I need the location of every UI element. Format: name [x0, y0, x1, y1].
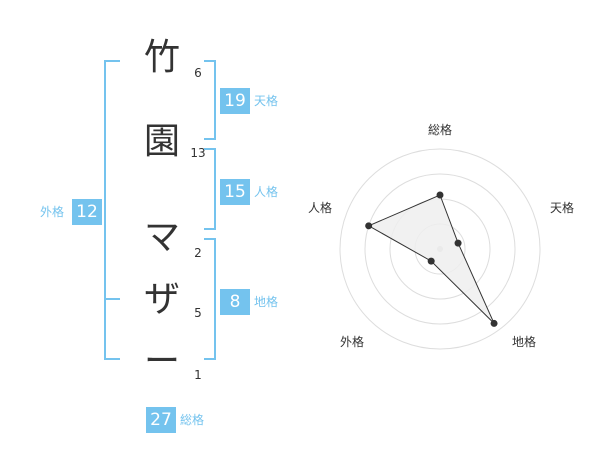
radar-grid-ring: [364, 173, 516, 325]
name-char-5: ー: [143, 341, 180, 382]
soukaku-value-badge: 27: [146, 407, 176, 433]
stroke-count-1: 6: [194, 66, 202, 80]
chikaku-value-badge: 8: [220, 289, 250, 315]
radar-axis-label-gaikaku: 外格: [339, 335, 364, 349]
stroke-count-4: 5: [194, 306, 202, 320]
radar-point-1: [436, 191, 444, 199]
stroke-count-5: 1: [194, 368, 202, 382]
name-char-3: マ: [143, 217, 180, 258]
radar-point-2: [454, 239, 462, 247]
name-char-1: 竹: [143, 37, 180, 78]
chikaku-label: 地格: [254, 295, 279, 309]
jinkaku-label: 人格: [254, 185, 279, 199]
stroke-count-3: 2: [194, 246, 202, 260]
tenkaku-label: 天格: [254, 94, 279, 108]
soukaku-label: 総格: [180, 413, 205, 427]
radar-point-5: [365, 222, 373, 230]
gaikaku-label: 外格: [40, 205, 65, 219]
radar-axis-label-tenkaku: 天格: [549, 201, 574, 215]
name-char-2: 園: [143, 121, 180, 162]
radar-point-3: [490, 319, 498, 327]
name-char-4: ザ: [143, 279, 180, 320]
stroke-count-2: 13: [190, 146, 206, 160]
jinkaku-value-badge: 15: [220, 179, 250, 205]
radar-axis-label-soukaku: 総格: [427, 123, 452, 137]
radar-grid-ring: [339, 148, 541, 350]
radar-point-4: [427, 257, 435, 265]
tenkaku-value-badge: 19: [220, 88, 250, 114]
radar-axis-label-jinkaku: 人格: [307, 201, 332, 215]
radar-axis-label-chikaku: 地格: [511, 335, 536, 349]
gaikaku-value-badge: 12: [72, 199, 102, 225]
